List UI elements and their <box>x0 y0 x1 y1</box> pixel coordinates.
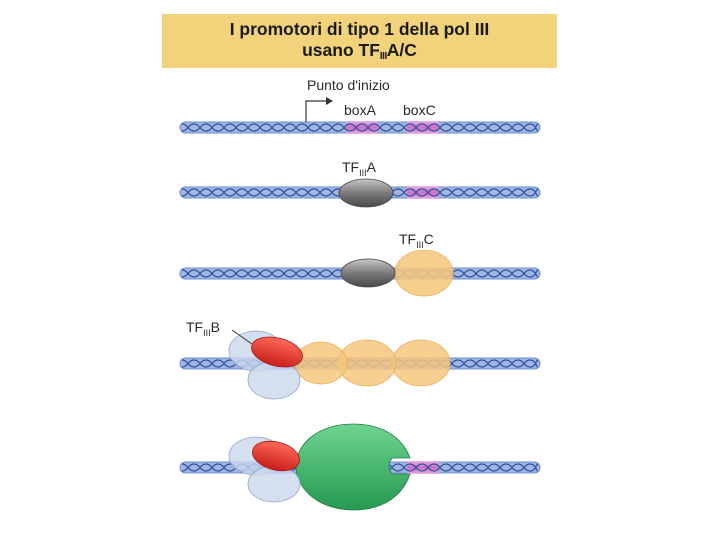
tfiiia-label-sub: III <box>359 168 367 178</box>
box-a-region <box>346 121 378 134</box>
tfiiib-label: TFIIIB <box>186 319 220 338</box>
tfiiia-label-prefix: TF <box>342 159 359 175</box>
tfiiic-label: TFIIIC <box>399 231 434 250</box>
tbp-protein-lower <box>248 466 300 502</box>
box-c-region <box>407 461 439 474</box>
tfiiib-label-prefix: TF <box>186 319 203 335</box>
tfiiib-label-sub: III <box>203 328 211 338</box>
tfiiic-protein-1 <box>295 342 347 384</box>
tfiiib-label-suffix: B <box>211 319 220 335</box>
tfiiia-protein <box>341 259 395 287</box>
start-point-label: Punto d'inizio <box>307 77 390 93</box>
start-arrow <box>306 97 333 122</box>
box-c-region <box>407 186 439 199</box>
row-1-dna <box>180 121 540 134</box>
tfiiic-protein-3 <box>392 340 450 386</box>
box-c-region <box>407 121 439 134</box>
tfiiia-protein <box>339 179 393 207</box>
tfiiic-label-sub: III <box>416 240 424 250</box>
tbp-protein-lower <box>248 361 300 399</box>
box-a-label: boxA <box>344 102 377 118</box>
tfiiic-label-prefix: TF <box>399 231 416 247</box>
tfiiia-label: TFIIIA <box>342 159 377 178</box>
box-c-label: boxC <box>403 102 436 118</box>
tfiiia-label-suffix: A <box>367 159 377 175</box>
tfiiic-protein <box>395 250 453 296</box>
tfiiic-label-suffix: C <box>424 231 434 247</box>
